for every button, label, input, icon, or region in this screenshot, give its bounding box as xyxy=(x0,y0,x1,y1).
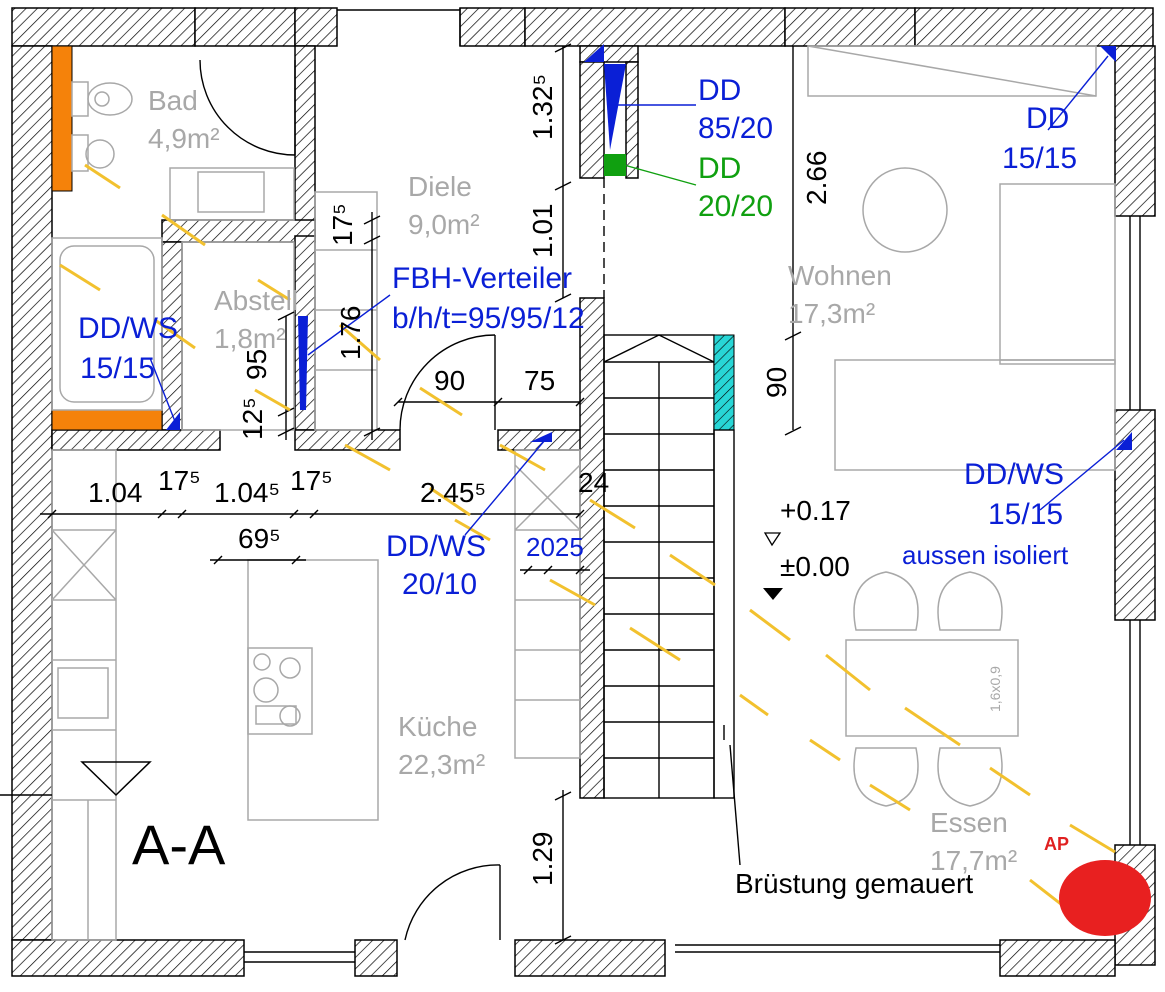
level-markers xyxy=(80,532,783,797)
dim-90a: 90 xyxy=(434,365,465,396)
misc-labels: +0.17 ±0.00 A-A Brüstung gemauert AP 1,6… xyxy=(132,495,1069,899)
leader-lines xyxy=(0,55,1125,866)
dim-90b: 90 xyxy=(761,367,792,398)
duct-ddws-bath-label1: DD/WS xyxy=(78,312,178,345)
dim-175b: 17⁵ xyxy=(158,465,201,496)
dim-2455: 2.45⁵ xyxy=(420,477,486,508)
dimension-labels: 1.32⁵ 1.01 2.66 17⁵ 1.76 95 12⁵ 90 75 90… xyxy=(88,74,832,886)
dim-132: 1.32⁵ xyxy=(527,74,558,140)
section-label: A-A xyxy=(132,813,226,876)
staircase xyxy=(603,334,735,799)
duct-dd-85-label1: DD xyxy=(698,74,741,107)
bruestung-label: Brüstung gemauert xyxy=(735,868,973,899)
ap-marker xyxy=(1059,860,1151,936)
dim-175c: 17⁵ xyxy=(290,465,333,496)
level-upper: +0.17 xyxy=(780,495,851,526)
room-bad-name: Bad xyxy=(148,85,198,116)
bath-orange-wall xyxy=(51,45,73,192)
duct-labels: DD 85/20 DD 20/20 DD 15/15 DD/WS 15/15 D… xyxy=(78,74,1077,601)
duct-ddws-kitchen-label1: DD/WS xyxy=(386,530,486,563)
dim-101: 1.01 xyxy=(527,204,558,259)
room-diele-area: 9,0m² xyxy=(408,209,480,240)
room-labels: Bad 4,9m² Diele 9,0m² Abstell 1,8m² Wohn… xyxy=(148,85,1017,876)
room-abstell-area: 1,8m² xyxy=(214,323,286,354)
dim-176: 1.76 xyxy=(335,306,366,361)
yellow-markers xyxy=(59,163,1116,917)
dim-1045: 1.04⁵ xyxy=(214,477,280,508)
duct-ddws-living-label2: 15/15 xyxy=(988,498,1063,531)
duct-symbols xyxy=(166,44,1132,450)
dim-125: 12⁵ xyxy=(237,397,268,440)
duct-dd-15-label2: 15/15 xyxy=(1002,142,1077,175)
room-essen-name: Essen xyxy=(930,807,1008,838)
room-essen-area: 17,7m² xyxy=(930,845,1017,876)
dim-2025: 2025 xyxy=(526,532,584,562)
doors xyxy=(199,8,501,941)
dim-266: 2.66 xyxy=(801,151,832,206)
dim-75: 75 xyxy=(524,365,555,396)
fbh-label2: b/h/t=95/95/12 xyxy=(392,302,585,335)
duct-dd-15-label1: DD xyxy=(1026,102,1069,135)
table-size-label: 1,6x0,9 xyxy=(987,666,1003,712)
bath-orange-wall-bottom xyxy=(51,409,163,431)
duct-ddws-living-label1: DD/WS xyxy=(964,458,1064,491)
room-wohnen-name: Wohnen xyxy=(788,260,892,291)
duct-dd-20-label1: DD xyxy=(698,152,741,185)
level-zero: ±0.00 xyxy=(780,551,850,582)
fbh-label1: FBH-Verteiler xyxy=(392,262,572,295)
room-abstell-name: Abstell xyxy=(214,285,298,316)
duct-ddws-bath-label2: 15/15 xyxy=(80,352,155,385)
room-bad-area: 4,9m² xyxy=(148,123,220,154)
windows xyxy=(244,9,1141,963)
room-kueche-area: 22,3m² xyxy=(398,749,485,780)
dim-95: 95 xyxy=(241,349,272,380)
dim-695: 69⁵ xyxy=(238,523,281,554)
duct-ddws-kitchen-label2: 20/10 xyxy=(402,568,477,601)
room-diele-name: Diele xyxy=(408,171,472,202)
dim-175a: 17⁵ xyxy=(327,203,358,246)
duct-dd-20-label2: 20/20 xyxy=(698,190,773,223)
room-kueche-name: Küche xyxy=(398,711,477,742)
outer-walls xyxy=(11,7,1156,977)
room-wohnen-area: 17,3m² xyxy=(788,298,875,329)
ap-label: AP xyxy=(1044,834,1069,854)
dim-24: 24 xyxy=(578,467,609,498)
dimension-lines xyxy=(40,43,802,945)
duct-dd-85-label2: 85/20 xyxy=(698,112,773,145)
dim-129: 1.29 xyxy=(527,832,558,887)
duct-ddws-living-label3: aussen isoliert xyxy=(902,540,1069,570)
dim-104: 1.04 xyxy=(88,477,143,508)
inner-walls xyxy=(51,45,639,799)
